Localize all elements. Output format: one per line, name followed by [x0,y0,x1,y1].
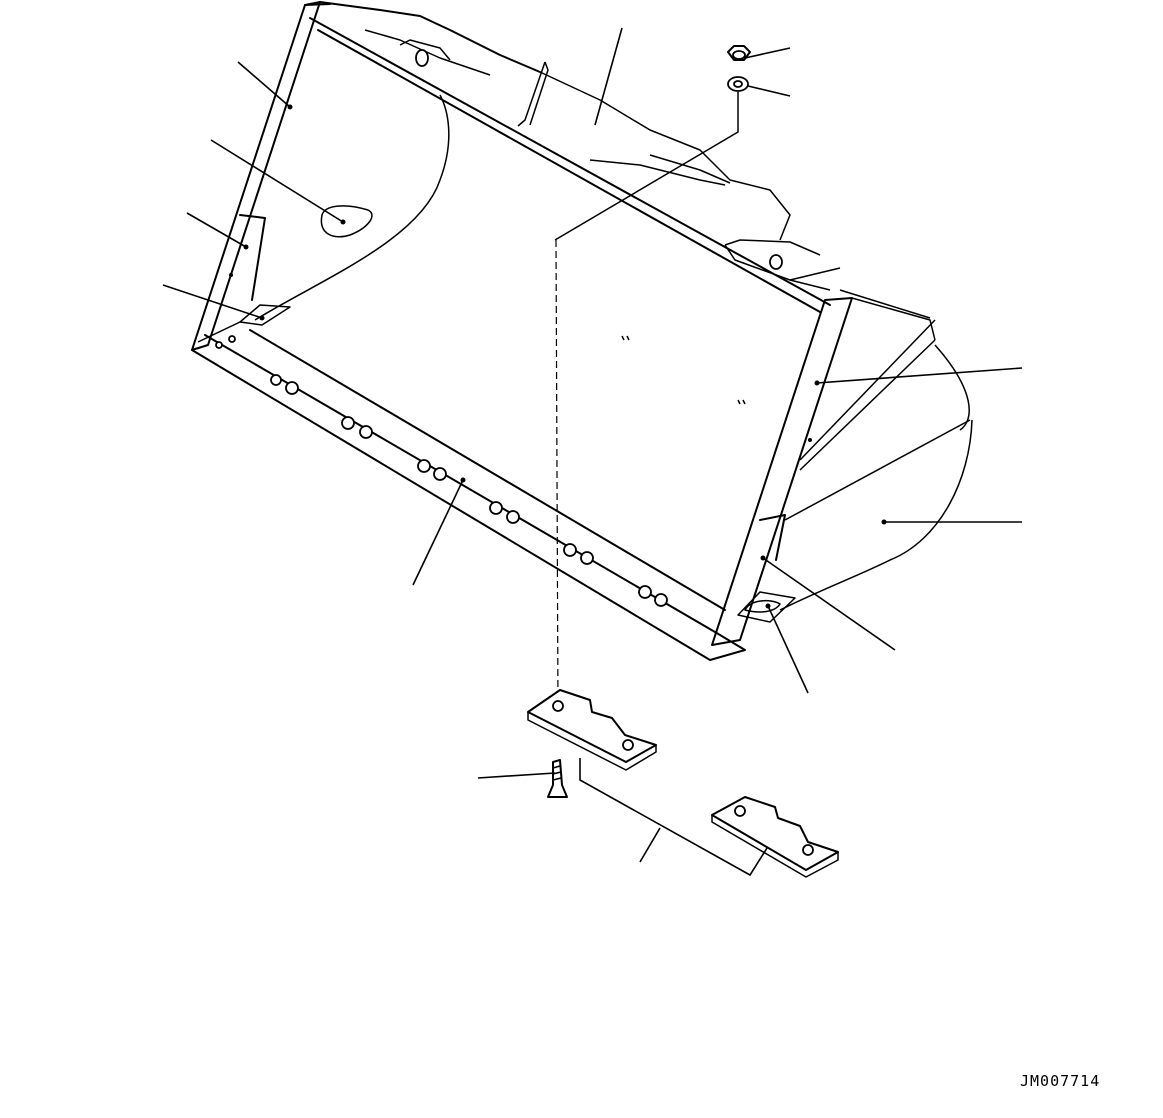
leader-lines [162,27,1023,877]
drawing-id: JM007714 [1020,1072,1101,1090]
leader-dots [229,104,887,609]
nut-and-washer [554,45,751,241]
wear-plate-upper [527,689,657,763]
cutting-edge [191,334,746,661]
bucket [191,1,973,661]
back-plate [539,71,791,241]
wear-patch [320,205,373,238]
wear-plates [527,689,839,878]
cutting-edge-bolt-holes [215,335,668,607]
left-side-plate [191,1,321,351]
right-side-plate [711,297,853,646]
plow-bolt [547,759,568,798]
top-rear-edge [319,1,541,73]
assembly-line [555,239,559,709]
